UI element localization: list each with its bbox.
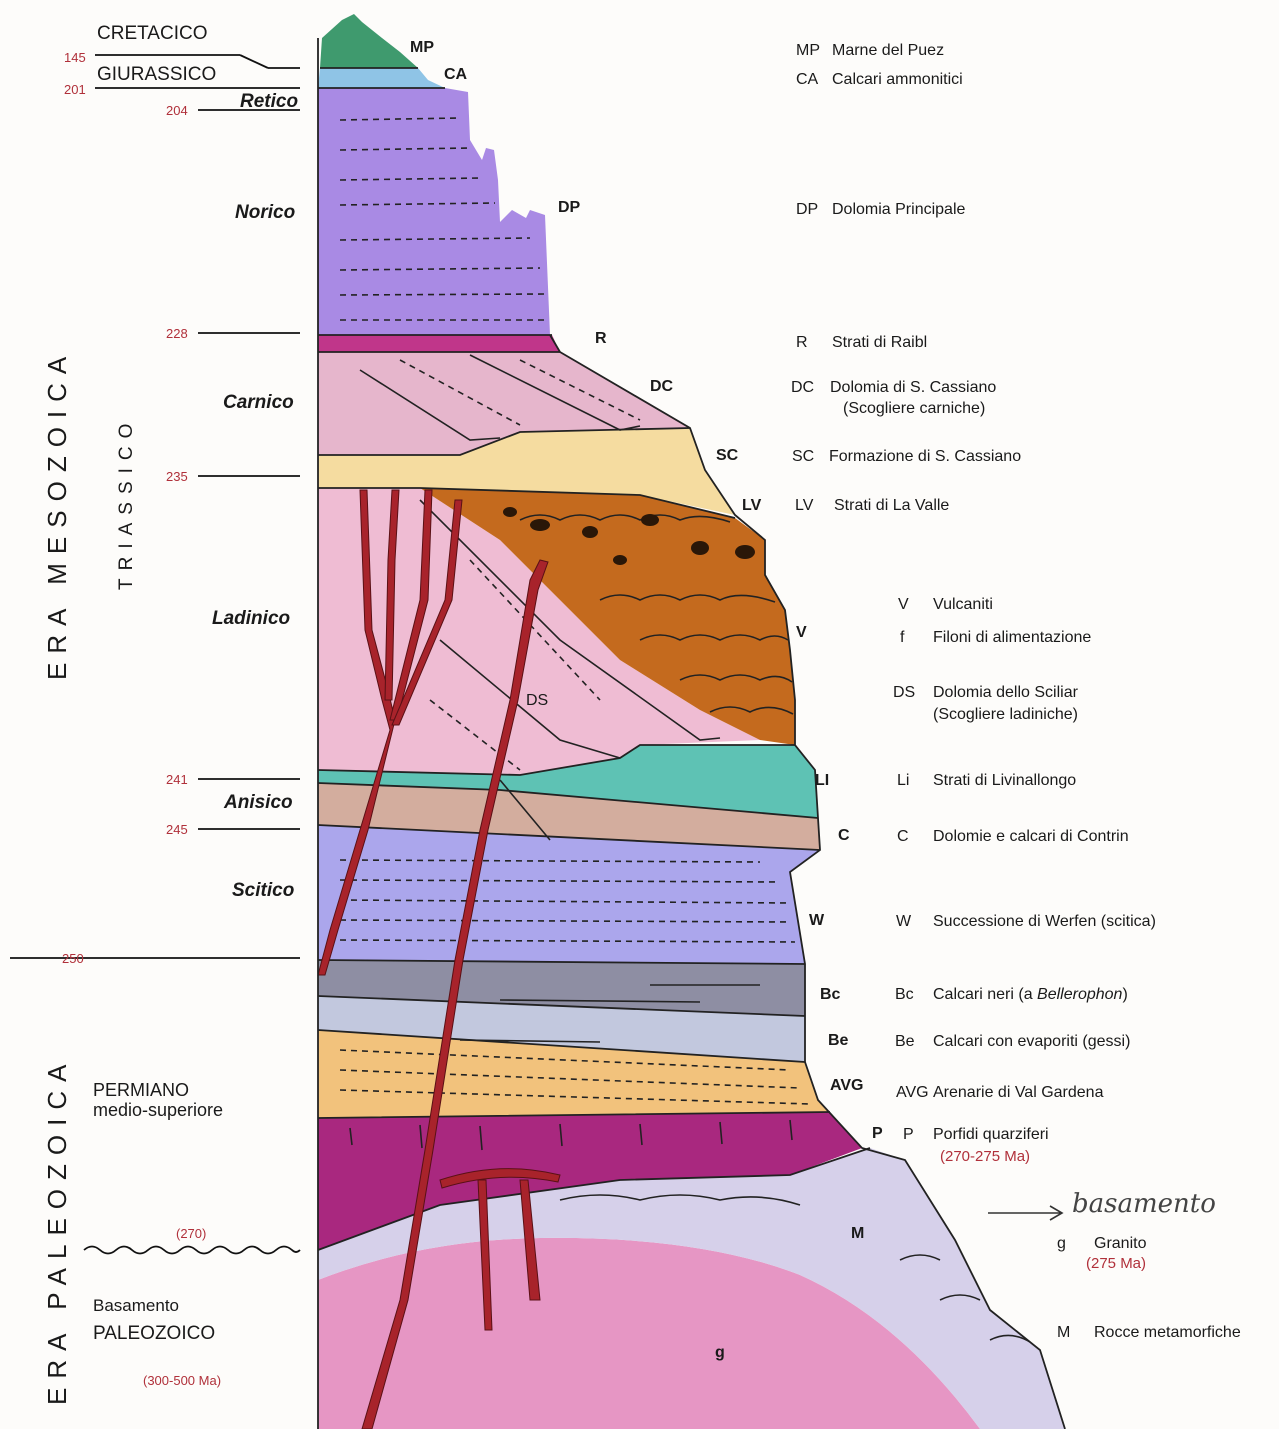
period-giurassico: GIURASSICO — [97, 64, 216, 85]
code-sc: SC — [716, 447, 739, 464]
age-270: (270) — [176, 1226, 206, 1241]
legend-g-code: g — [1057, 1235, 1066, 1252]
stage-anisico: Anisico — [223, 792, 293, 813]
legend-be-code: Be — [895, 1033, 915, 1050]
legend-w-text: Successione di Werfen (scitica) — [933, 913, 1156, 930]
legend-p-code: P — [903, 1126, 914, 1143]
legend-bc-text-c: ) — [1122, 986, 1127, 1003]
legend-sc-text: Formazione di S. Cassiano — [829, 448, 1021, 465]
legend-dc-text: Dolomia di S. Cassiano — [830, 379, 996, 396]
legend-dc-text2: (Scogliere carniche) — [843, 400, 985, 417]
code-dc: DC — [650, 378, 674, 395]
legend-p-text: Porfidi quarziferi — [933, 1126, 1049, 1143]
era-mesozoica: ERA MESOZOICA — [42, 348, 72, 680]
stage-scitico: Scitico — [232, 880, 294, 901]
stage-retico: Retico — [240, 91, 298, 112]
legend-dp-text: Dolomia Principale — [832, 201, 965, 218]
period-permiano-sub: medio-superiore — [93, 1100, 223, 1120]
stage-ladinico: Ladinico — [212, 608, 290, 629]
legend-m-text: Rocce metamorfiche — [1094, 1324, 1241, 1341]
code-avg: AVG — [830, 1077, 863, 1094]
legend-ds-text2: (Scogliere ladiniche) — [933, 706, 1078, 723]
handwritten-note: basamento — [1072, 1189, 1216, 1219]
era-paleozoica: ERA PALEOZOICA — [42, 1056, 72, 1405]
legend-f-code: f — [900, 629, 905, 646]
basamento-paleozoico: PALEOZOICO — [93, 1323, 215, 1344]
legend-v-text: Vulcaniti — [933, 596, 993, 613]
legend-ds-text: Dolomia dello Sciliar — [933, 684, 1079, 701]
legend-r-code: R — [796, 334, 808, 351]
arrow-icon — [988, 1206, 1062, 1220]
legend-be-text: Calcari con evaporiti (gessi) — [933, 1033, 1130, 1050]
code-dp: DP — [558, 199, 581, 216]
age-241: 241 — [166, 772, 188, 787]
code-g: g — [715, 1344, 725, 1361]
legend-mp-code: MP — [796, 42, 820, 59]
legend-ds-code: DS — [893, 684, 915, 701]
code-ca: CA — [444, 66, 468, 83]
code-p: P — [872, 1125, 883, 1142]
age-204: 204 — [166, 103, 188, 118]
legend-dc-code: DC — [791, 379, 814, 396]
code-r: R — [595, 330, 607, 347]
legend-ca-code: CA — [796, 71, 819, 88]
legend-dp-code: DP — [796, 201, 818, 218]
unconformity-line — [84, 1247, 300, 1254]
legend-bc-text: Calcari neri (a Bellerophon) — [933, 986, 1128, 1003]
layer-raibl — [318, 335, 560, 352]
age-145: 145 — [64, 50, 86, 65]
legend-bc-text-b: Bellerophon — [1037, 986, 1123, 1003]
layer-marne-puez — [320, 14, 418, 68]
layer-calcari-ammonitici — [318, 68, 445, 88]
legend-lv-code: LV — [795, 497, 814, 514]
legend-w-code: W — [896, 913, 912, 930]
age-201: 201 — [64, 82, 86, 97]
stage-norico: Norico — [235, 202, 295, 223]
code-c: C — [838, 827, 850, 844]
period-triassico: TRIASSICO — [116, 416, 137, 590]
legend-m-code: M — [1057, 1324, 1070, 1341]
chronostratigraphy: ERA MESOZOICA ERA PALEOZOICA TRIASSICO C… — [42, 23, 298, 1405]
stage-carnico: Carnico — [223, 392, 294, 413]
legend-f-text: Filoni di alimentazione — [933, 629, 1091, 646]
code-li: LI — [815, 772, 829, 789]
code-v: V — [796, 624, 807, 641]
layer-dolomia-principale — [318, 88, 550, 335]
legend-lv-text: Strati di La Valle — [834, 497, 949, 514]
legend-r-text: Strati di Raibl — [832, 334, 927, 351]
legend-li-code: Li — [897, 772, 909, 789]
legend-bc-text-a: Calcari neri (a — [933, 986, 1037, 1003]
legend-g-text: Granito — [1094, 1235, 1147, 1252]
age-245: 245 — [166, 822, 188, 837]
age-228: 228 — [166, 326, 188, 341]
age-250: 250 — [62, 951, 84, 966]
code-ds: DS — [526, 692, 548, 709]
legend-c-code: C — [897, 828, 909, 845]
basamento-label: Basamento — [93, 1296, 179, 1315]
code-bc: Bc — [820, 986, 841, 1003]
age-235: 235 — [166, 469, 188, 484]
code-be: Be — [828, 1032, 849, 1049]
legend-c-text: Dolomie e calcari di Contrin — [933, 828, 1129, 845]
legend-li-text: Strati di Livinallongo — [933, 772, 1076, 789]
legend-ca-text: Calcari ammonitici — [832, 71, 963, 88]
code-w: W — [809, 912, 825, 929]
code-m: M — [851, 1225, 864, 1242]
legend-g-age: (275 Ma) — [1086, 1255, 1146, 1272]
period-permiano: PERMIANO — [93, 1080, 189, 1100]
legend-bc-code: Bc — [895, 986, 914, 1003]
basamento-age: (300-500 Ma) — [143, 1373, 221, 1388]
code-mp: MP — [410, 39, 434, 56]
legend-p-age: (270-275 Ma) — [940, 1148, 1030, 1165]
legend-mp-text: Marne del Puez — [832, 42, 944, 59]
legend-sc-code: SC — [792, 448, 814, 465]
legend-avg-text: Arenarie di Val Gardena — [933, 1084, 1104, 1101]
legend-v-code: V — [898, 596, 909, 613]
legend-avg-code: AVG — [896, 1084, 929, 1101]
period-cretacico: CRETACICO — [97, 23, 207, 44]
code-lv: LV — [742, 497, 762, 514]
